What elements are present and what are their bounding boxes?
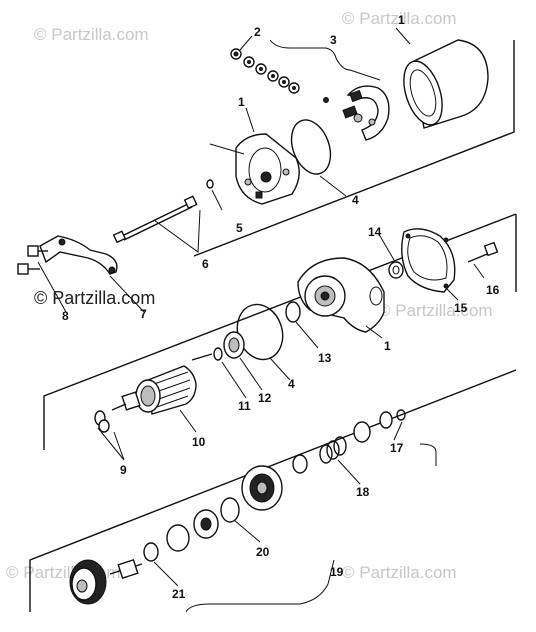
o-ring-small (285, 301, 301, 323)
callout-21: 21 (172, 587, 186, 601)
yoke-cylinder (403, 39, 489, 129)
bracket-bolts (17, 245, 48, 275)
snap-ring-21 (143, 542, 159, 562)
callout-4-top: 4 (352, 193, 359, 207)
callout-11: 11 (238, 399, 251, 413)
washer-14 (388, 261, 404, 279)
retaining-ring (396, 409, 406, 421)
watermark-mid-right: © Partzilla.com (378, 301, 493, 320)
watermark-top-left: © Partzilla.com (34, 25, 149, 44)
watermark-bottom-right: © Partzilla.com (342, 563, 457, 582)
washer-11 (213, 347, 223, 361)
collar (379, 411, 393, 429)
callout-4-lower: 4 (288, 377, 295, 391)
callout-2: 2 (254, 25, 261, 39)
callout-14: 14 (368, 225, 382, 239)
middle-assembly (94, 228, 499, 461)
callout-9: 9 (120, 463, 127, 477)
spacer (292, 454, 308, 474)
thrust-washer (166, 524, 190, 552)
bracket-assembly (17, 235, 145, 313)
callout-7: 7 (140, 307, 147, 321)
watermark-top-right: © Partzilla.com (342, 9, 457, 28)
through-bolts (112, 195, 198, 244)
callout-5: 5 (236, 221, 243, 235)
callout-12: 12 (258, 391, 272, 405)
callout-6: 6 (202, 257, 209, 271)
drive-housing (297, 257, 385, 333)
o-ring-top (290, 119, 332, 175)
springs (319, 436, 347, 464)
callout-17: 17 (390, 441, 404, 455)
watermark-overlay: © Partzilla.com (34, 288, 155, 308)
small-washer (206, 179, 214, 189)
pinion-gear (69, 558, 143, 605)
armature (111, 353, 213, 415)
leaders-top (153, 27, 411, 253)
end-cover (235, 133, 300, 205)
callout-18: 18 (356, 485, 370, 499)
callout-13: 13 (318, 351, 332, 365)
spring-washer (193, 509, 219, 539)
sleeve (353, 421, 371, 443)
gasket (401, 228, 456, 293)
o-ring-20 (220, 497, 240, 523)
leaders-bottom (153, 421, 437, 613)
callout-labels: 1 2 3 1 4 5 6 7 8 14 16 15 1 13 12 4 11 … (62, 13, 500, 601)
callout-3: 3 (330, 33, 337, 47)
callout-10: 10 (192, 435, 206, 449)
callout-19: 19 (330, 565, 344, 579)
leaders-middle (97, 235, 485, 461)
brush-plate (323, 85, 390, 141)
callout-1-end-cover: 1 (238, 95, 245, 109)
callout-20: 20 (256, 545, 270, 559)
drive-assembly (69, 409, 437, 613)
top-assembly (112, 27, 489, 253)
callout-16: 16 (486, 283, 500, 297)
washer-stack (230, 48, 300, 94)
section-line-top (193, 40, 515, 257)
brushes (94, 410, 110, 433)
section-lines (29, 40, 517, 612)
callout-15: 15 (454, 301, 468, 315)
clutch-gear (241, 465, 283, 511)
callout-8: 8 (62, 309, 69, 323)
callout-1-housing: 1 (384, 339, 391, 353)
housing-bolt (467, 241, 499, 263)
callout-1-yoke: 1 (398, 13, 405, 27)
